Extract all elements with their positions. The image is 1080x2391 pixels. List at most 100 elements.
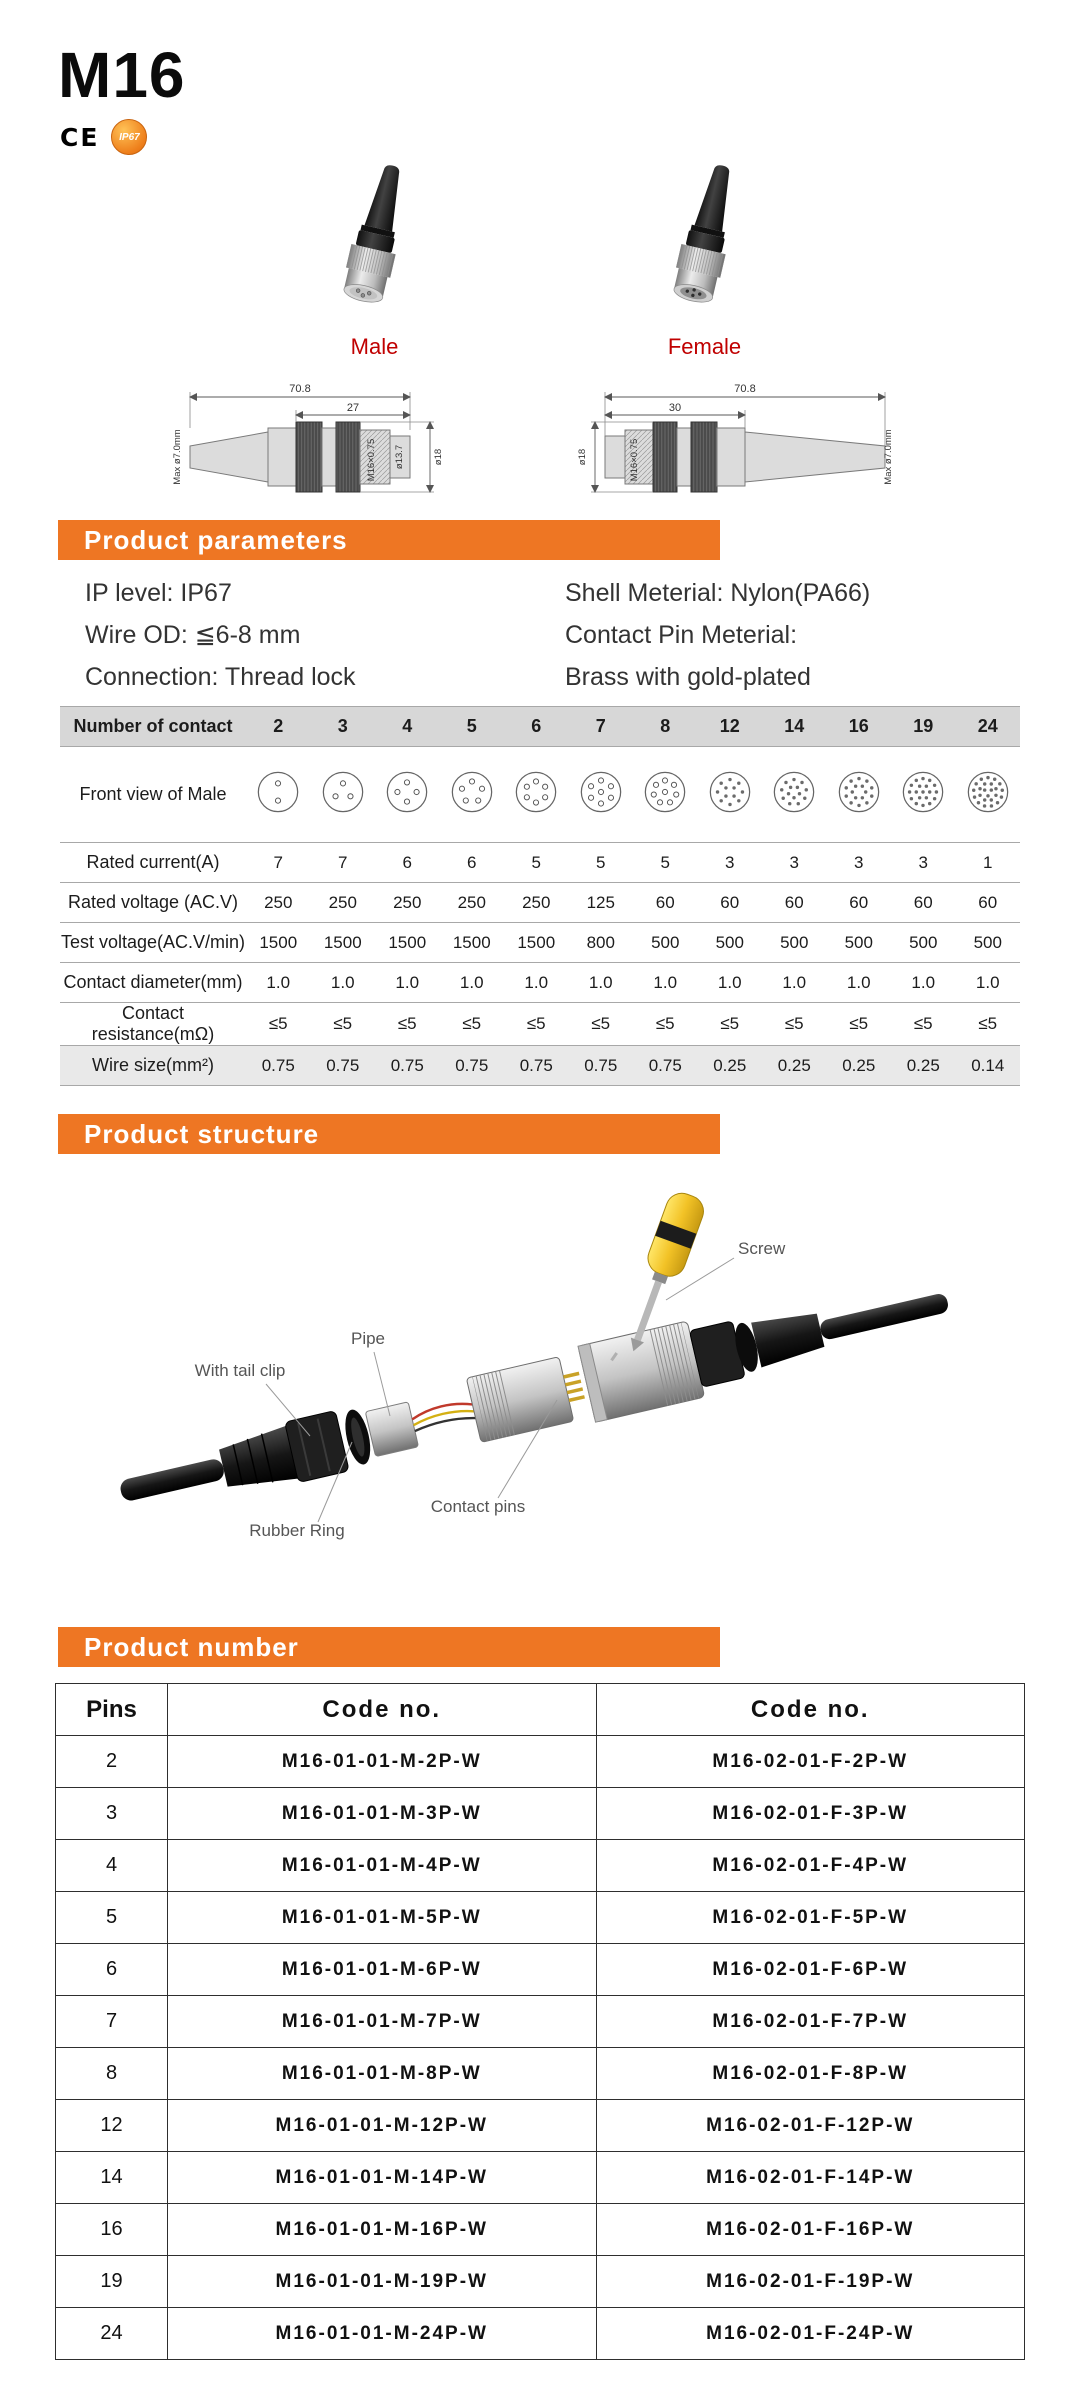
pins-cell: 5: [55, 1891, 168, 1945]
spec-value: ≤5: [439, 1002, 504, 1047]
spec-value: ≤5: [375, 1002, 440, 1047]
ce-mark-icon: CE: [60, 122, 100, 152]
spec-value: 0.75: [310, 1045, 375, 1087]
spec-value: 125: [568, 882, 633, 924]
contact-count-header: 4: [375, 706, 440, 748]
spec-value: 1500: [439, 922, 504, 964]
spec-value: 500: [826, 922, 891, 964]
param-line: Shell Meterial: Nylon(PA66): [565, 579, 871, 608]
male-dimension-drawing: 70.8 27 Max ø7.0mm M16×0.75 ø13.7 ø18: [172, 383, 444, 494]
spec-value: 5: [568, 842, 633, 884]
spec-value: ≤5: [697, 1002, 762, 1047]
spec-value: 6: [439, 842, 504, 884]
parameters-right-column: Shell Meterial: Nylon(PA66) Contact Pin …: [565, 576, 870, 694]
spec-value: 0.75: [633, 1045, 698, 1087]
certification-badges: CE IP67: [60, 118, 1080, 156]
spec-value: 500: [697, 922, 762, 964]
section-title-number: Product number: [84, 1631, 299, 1662]
spec-value: 1.0: [568, 962, 633, 1004]
front-view-cell: [439, 746, 504, 844]
pins-cell: 19: [55, 2255, 168, 2309]
pins-cell: 3: [55, 1787, 168, 1841]
male-code-cell: M16-01-01-M-4P-W: [167, 1839, 597, 1893]
spec-value: 250: [439, 882, 504, 924]
contact-count-header: 5: [439, 706, 504, 748]
codes-header-row: Pins Code no. Code no.: [55, 1683, 1025, 1737]
dim-male-thread: M16×0.75: [366, 439, 377, 482]
female-code-cell: M16-02-01-F-8P-W: [595, 2047, 1025, 2101]
page-title: M16: [58, 39, 186, 111]
spec-value: 60: [826, 882, 891, 924]
female-code-cell: M16-02-01-F-6P-W: [595, 1943, 1025, 1997]
front-view-cell: [246, 746, 311, 844]
spec-value: 1500: [504, 922, 569, 964]
female-connector-figure: Female: [637, 160, 772, 360]
female-code-cell: M16-02-01-F-7P-W: [595, 1995, 1025, 2049]
pins-cell: 2: [55, 1735, 168, 1789]
spec-value: 60: [762, 882, 827, 924]
spec-value: ≤5: [246, 1002, 311, 1047]
dim-female-overall: 70.8: [734, 383, 755, 395]
pins-cell: 6: [55, 1943, 168, 1997]
spec-value: 250: [504, 882, 569, 924]
param-line: Contact Pin Meterial:: [565, 621, 798, 650]
spec-value: 250: [310, 882, 375, 924]
female-connector-photo: [673, 165, 730, 303]
spec-value: 60: [633, 882, 698, 924]
spec-value: 0.75: [568, 1045, 633, 1087]
spec-value: 800: [568, 922, 633, 964]
front-view-cell: [310, 746, 375, 844]
spec-value: 0.75: [375, 1045, 440, 1087]
label-contact-pins: Contact pins: [431, 1497, 526, 1516]
spec-value: 250: [246, 882, 311, 924]
pin-face-icon: [257, 772, 299, 813]
pins-cell: 7: [55, 1995, 168, 2049]
spec-value: 3: [697, 842, 762, 884]
spec-value: 5: [633, 842, 698, 884]
contact-count-header: 16: [826, 706, 891, 748]
spec-row-label: Test voltage(AC.V/min): [60, 922, 246, 964]
spec-row-label: Wire size(mm²): [60, 1045, 246, 1087]
pin-face-icon: [773, 772, 815, 813]
spec-value: 60: [697, 882, 762, 924]
pin-face-icon: [967, 772, 1009, 813]
screwdriver-graphic: [630, 1193, 704, 1352]
spec-value: ≤5: [826, 1002, 891, 1047]
spec-value: 0.75: [439, 1045, 504, 1087]
spec-value: 6: [375, 842, 440, 884]
datasheet-page: M16 CE IP67 Mal: [0, 40, 1080, 2391]
spec-value: 3: [762, 842, 827, 884]
pins-cell: 24: [55, 2307, 168, 2361]
male-connector-photo: [343, 165, 400, 303]
spec-value: ≤5: [504, 1002, 569, 1047]
spec-value: 1: [955, 842, 1020, 884]
spec-value: 500: [633, 922, 698, 964]
label-pipe: Pipe: [351, 1329, 385, 1348]
spec-value: ≤5: [633, 1002, 698, 1047]
male-code-cell: M16-01-01-M-19P-W: [167, 2255, 597, 2309]
pins-cell: 8: [55, 2047, 168, 2101]
structure-diagram-wrap: Screw Pipe With tail clip Contact pins R…: [60, 1160, 1080, 1605]
dim-male-cable: Max ø7.0mm: [172, 430, 183, 486]
dim-male-body-dia: ø18: [433, 449, 444, 465]
male-code-cell: M16-01-01-M-5P-W: [167, 1891, 597, 1945]
contact-count-header: 14: [762, 706, 827, 748]
female-code-cell: M16-02-01-F-5P-W: [595, 1891, 1025, 1945]
male-connector-figure: Male: [307, 160, 442, 360]
spec-value: 1500: [246, 922, 311, 964]
male-code-cell: M16-01-01-M-7P-W: [167, 1995, 597, 2049]
male-code-cell: M16-01-01-M-8P-W: [167, 2047, 597, 2101]
front-view-cell: [375, 746, 440, 844]
front-view-cell: [568, 746, 633, 844]
female-code-cell: M16-02-01-F-24P-W: [595, 2307, 1025, 2361]
spec-row-label: Rated current(A): [60, 842, 246, 884]
